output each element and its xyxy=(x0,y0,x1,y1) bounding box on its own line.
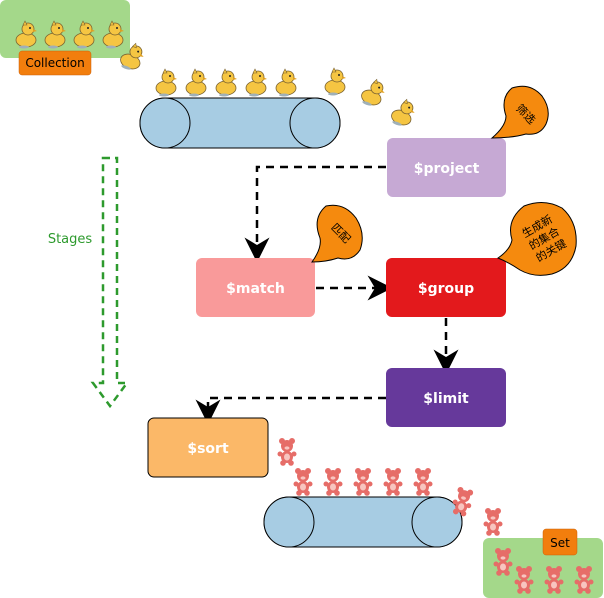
group-stage-label: $group xyxy=(418,281,474,297)
match-callout: 匹配 xyxy=(311,204,363,263)
stages-label: Stages xyxy=(48,232,93,247)
input-conveyor xyxy=(139,97,341,149)
collection-tag xyxy=(18,50,92,76)
limit-stage-label: $limit xyxy=(423,391,469,407)
stages-arrow xyxy=(90,156,130,409)
match-stage-label: $match xyxy=(226,281,285,297)
group-callout: 生成新 的集合 的关键 xyxy=(496,202,577,276)
sort-stage-label: $sort xyxy=(187,441,229,457)
set-tag xyxy=(542,528,578,556)
project-stage xyxy=(387,138,506,197)
set-label: Set xyxy=(550,536,570,550)
project-callout: 筛选 xyxy=(490,85,549,139)
limit-stage xyxy=(386,368,506,427)
match-stage xyxy=(196,258,315,317)
sort-stage xyxy=(147,417,269,478)
output-conveyor xyxy=(263,496,463,548)
collection-label: Collection xyxy=(25,56,84,70)
flow-connectors xyxy=(195,165,459,425)
group-stage xyxy=(386,258,506,317)
project-stage-label: $project xyxy=(414,161,480,177)
